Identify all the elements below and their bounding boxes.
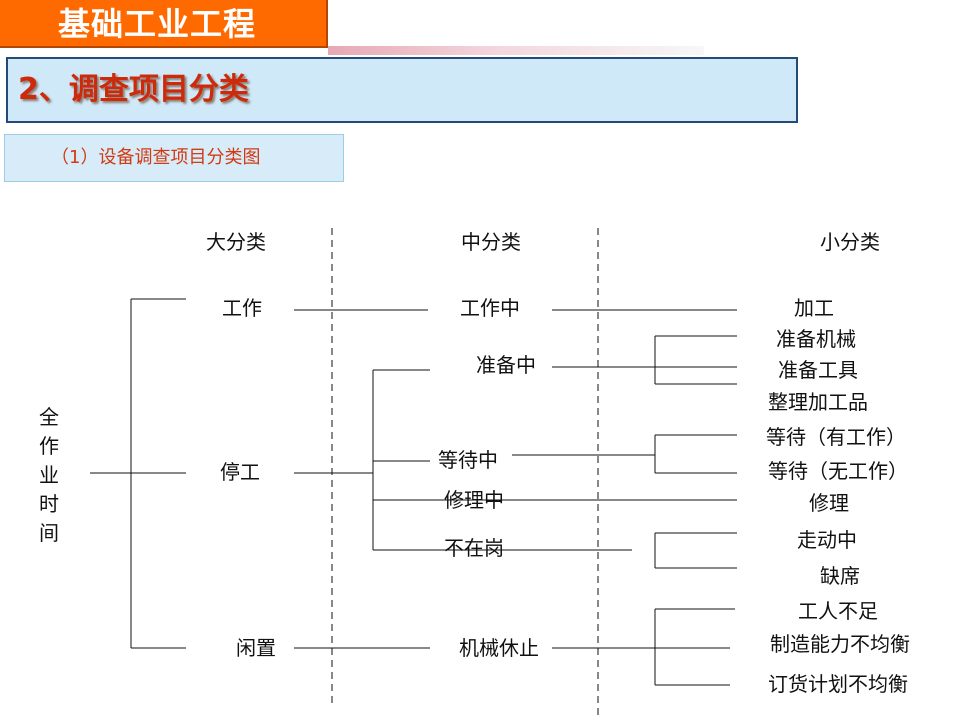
middle-node-preparing: 准备中 xyxy=(476,353,536,377)
minor-node-walking: 走动中 xyxy=(797,528,857,552)
middle-node-repairing: 修理中 xyxy=(444,488,504,512)
minor-node-processing: 加工 xyxy=(794,296,834,320)
minor-node-prep-tool: 准备工具 xyxy=(778,358,858,382)
minor-node-order-plan-imbalance: 订货计划不均衡 xyxy=(768,672,908,696)
minor-node-capacity-imbalance: 制造能力不均衡 xyxy=(770,632,910,656)
minor-node-shortage-workers: 工人不足 xyxy=(798,599,878,623)
column-header-minor: 小分类 xyxy=(820,230,880,254)
root-char: 业 xyxy=(39,463,59,487)
middle-node-waiting: 等待中 xyxy=(438,448,498,472)
minor-node-absence: 缺席 xyxy=(820,564,860,588)
major-node-work: 工作 xyxy=(222,296,262,320)
middle-node-absent: 不在岗 xyxy=(444,536,504,560)
middle-node-machine-rest: 机械休止 xyxy=(459,636,539,660)
root-char: 作 xyxy=(39,434,59,458)
minor-node-repair: 修理 xyxy=(809,491,849,515)
root-label: 全 作 业 时 间 xyxy=(37,403,61,548)
column-header-major: 大分类 xyxy=(206,230,266,254)
major-node-idle: 闲置 xyxy=(236,636,276,660)
minor-node-wait-no-work: 等待（无工作） xyxy=(768,459,908,483)
minor-node-arrange-product: 整理加工品 xyxy=(768,390,868,414)
root-char: 时 xyxy=(39,492,59,516)
column-header-middle: 中分类 xyxy=(461,230,521,254)
major-node-stop: 停工 xyxy=(220,460,260,484)
minor-node-wait-with-work: 等待（有工作） xyxy=(766,425,906,449)
root-char: 间 xyxy=(39,521,59,545)
middle-node-working: 工作中 xyxy=(460,296,520,320)
root-char: 全 xyxy=(39,405,59,429)
minor-node-prep-machine: 准备机械 xyxy=(776,327,856,351)
top-banner: 基础工业工程 xyxy=(0,0,328,48)
decorative-strip xyxy=(328,46,704,55)
section-title: 2、调查项目分类 xyxy=(6,57,798,123)
subsection-title: （1）设备调查项目分类图 xyxy=(4,134,344,182)
